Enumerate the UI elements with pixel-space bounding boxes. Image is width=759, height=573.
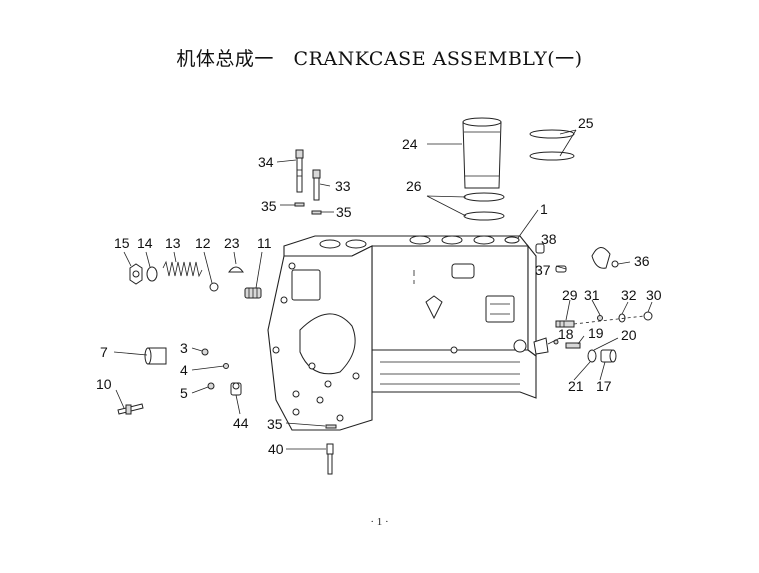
part-36-sensor xyxy=(591,247,619,269)
callout-32: 32 xyxy=(621,287,637,303)
callout-14: 14 xyxy=(137,235,153,251)
part-26-shims xyxy=(463,192,505,221)
callout-33: 33 xyxy=(335,178,351,194)
part-4-plug xyxy=(223,363,229,369)
callout-35-b: 35 xyxy=(336,204,352,220)
page-number: · 1 · xyxy=(370,516,389,528)
callout-15: 15 xyxy=(114,235,130,251)
crankcase-block xyxy=(267,235,537,431)
callout-3: 3 xyxy=(180,340,188,356)
part-35-washer-a xyxy=(294,202,305,207)
part-5-plug xyxy=(207,382,215,390)
part-3-plug xyxy=(201,348,209,356)
callout-1: 1 xyxy=(540,201,548,217)
callout-17: 17 xyxy=(596,378,612,394)
leader-lines xyxy=(113,129,653,450)
callout-20: 20 xyxy=(621,327,637,343)
part-24-cylinder-liner xyxy=(462,117,502,189)
callout-38: 38 xyxy=(541,231,557,247)
part-38-plug xyxy=(535,243,545,254)
part-25-seal-rings xyxy=(529,129,575,161)
callout-labels: 1 3 4 5 7 10 11 12 13 14 15 17 18 19 20 … xyxy=(96,115,662,457)
part-35-washer-b xyxy=(311,210,322,215)
callout-13: 13 xyxy=(165,235,181,251)
part-33-stud xyxy=(312,169,321,201)
callout-7: 7 xyxy=(100,344,108,360)
callout-36: 36 xyxy=(634,253,650,269)
callout-34: 34 xyxy=(258,154,274,170)
part-30-nut xyxy=(643,311,653,321)
callout-18: 18 xyxy=(558,326,574,342)
callout-10: 10 xyxy=(96,376,112,392)
part-34-stud xyxy=(295,149,304,193)
part-11-threaded-plug xyxy=(244,287,262,299)
callout-30: 30 xyxy=(646,287,662,303)
callout-44: 44 xyxy=(233,415,249,431)
part-44-fitting xyxy=(230,382,242,396)
diagram-title: 机体总成一 CRANKCASE ASSEMBLY(一) xyxy=(176,48,583,70)
callout-21: 21 xyxy=(568,378,584,394)
callout-29: 29 xyxy=(562,287,578,303)
part-31-washer xyxy=(597,315,603,321)
part-13-spring xyxy=(162,260,203,278)
callout-40: 40 xyxy=(268,441,284,457)
callout-4: 4 xyxy=(180,362,188,378)
part-15-plug xyxy=(129,263,143,285)
part-7-bushing xyxy=(144,347,167,365)
callout-23: 23 xyxy=(224,235,240,251)
callout-24: 24 xyxy=(402,136,418,152)
part-37-plug xyxy=(555,265,567,273)
part-12-ball xyxy=(209,282,219,292)
callout-35-c: 35 xyxy=(267,416,283,432)
part-10-stud xyxy=(117,403,144,415)
callout-25: 25 xyxy=(578,115,594,131)
callout-5: 5 xyxy=(180,385,188,401)
callout-11: 11 xyxy=(257,235,272,251)
part-18-bracket xyxy=(533,337,549,355)
callout-26: 26 xyxy=(406,178,422,194)
part-19-stud xyxy=(565,342,581,349)
callout-12: 12 xyxy=(195,235,211,251)
callout-35-a: 35 xyxy=(261,198,277,214)
part-14-seal-ring xyxy=(146,266,158,282)
part-23-cap xyxy=(228,266,244,273)
part-21-ring xyxy=(587,349,597,363)
callout-19: 19 xyxy=(588,325,604,341)
callout-31: 31 xyxy=(584,287,600,303)
part-17-plug xyxy=(600,349,617,363)
callout-37: 37 xyxy=(535,262,551,278)
part-35-washer-c xyxy=(325,424,337,429)
part-40-bolt xyxy=(326,443,334,475)
